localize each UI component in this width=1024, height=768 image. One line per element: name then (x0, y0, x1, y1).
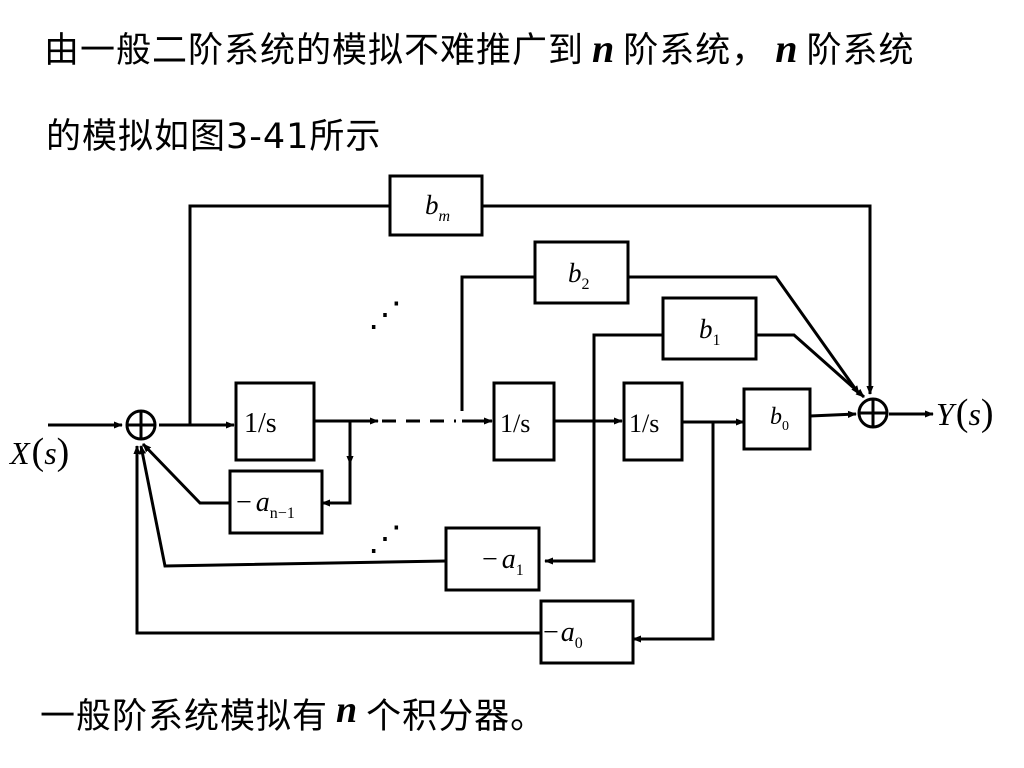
intro-text-1: 由一般二阶系统的模拟不难推广到 (44, 31, 585, 71)
integrator-block-3 (622, 381, 684, 462)
signal-lines (48, 204, 934, 643)
gain-label-bm: bm (425, 190, 450, 225)
gain-block-a0 (539, 599, 635, 665)
summing-junction-input (125, 409, 157, 441)
feedback-a1-path (139, 445, 447, 568)
b2-path (460, 275, 535, 411)
feedback-a0-path (133, 445, 541, 635)
ellipsis-upper: ⋰ (368, 297, 402, 334)
integrator-label-3: 1/s (629, 409, 659, 438)
summary-text-2: 个积分器。 (366, 697, 547, 737)
blocks (228, 174, 812, 665)
gain-label-b0: b0 (770, 404, 789, 434)
output-label: Y(s) (936, 392, 994, 434)
variable-n: n (592, 26, 616, 71)
ellipsis-lower: ⋰ (368, 521, 402, 558)
gain-block-bm (388, 174, 484, 237)
intro-text-3: 阶系统 (806, 31, 915, 71)
gain-label-b2: b2 (568, 258, 590, 293)
gain-block-an1 (228, 469, 324, 535)
feedback-an1-path (321, 464, 352, 507)
intro-text-2: 阶系统， (623, 31, 768, 71)
b1-path (756, 333, 865, 399)
gain-label-an1: −an−1 (236, 487, 295, 522)
gain-block-a1 (444, 526, 541, 592)
feedback-an1-path (141, 442, 230, 505)
integrator-label-2: 1/s (500, 409, 530, 438)
gain-block-b1 (661, 296, 758, 361)
summing-junction-output (857, 397, 889, 429)
variable-n: n (775, 26, 799, 71)
feedback-a1-path (544, 421, 596, 565)
feedback-a0-path (632, 422, 715, 643)
block-labels: bm b2 b1 b0 1/s 1/s 1/s −an−1 −a1 −a0 X(… (8, 190, 994, 652)
bm-path (188, 204, 390, 425)
integrator-block-2 (492, 381, 556, 462)
gain-label-a0: −a0 (543, 617, 583, 652)
gain-block-b2 (533, 240, 630, 305)
gain-block-b0 (742, 387, 812, 451)
summary-text-1: 一般阶系统模拟有 (40, 697, 329, 737)
integrator-block-1 (234, 381, 316, 462)
integrator-label-1: 1/s (244, 408, 277, 439)
intro-line-2: 的模拟如图3-41所示 (46, 117, 382, 157)
b0-path (809, 410, 857, 418)
b2-path (628, 275, 861, 395)
variable-n: n (336, 689, 359, 731)
gain-label-b1: b1 (699, 314, 721, 349)
b1-path (592, 333, 663, 421)
gain-label-a1: −a1 (482, 544, 524, 579)
bm-path (482, 204, 874, 395)
input-label: X(s) (8, 431, 69, 473)
